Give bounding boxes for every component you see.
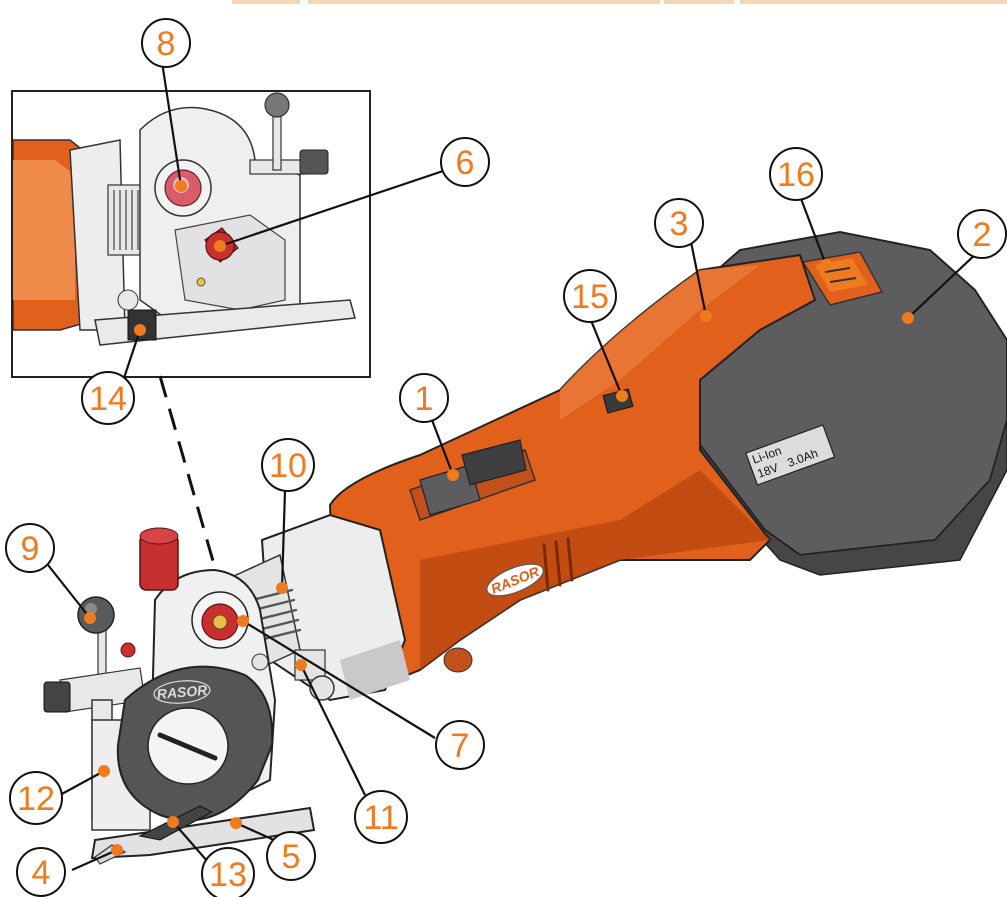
svg-text:9: 9: [21, 530, 40, 568]
callout-13: 13: [201, 847, 255, 897]
svg-text:12: 12: [17, 780, 55, 818]
callout-7: 7: [435, 720, 485, 770]
callout-11: 11: [354, 790, 408, 844]
svg-text:4: 4: [32, 854, 51, 892]
leader-dots: [84, 180, 914, 856]
callout-2: 2: [957, 209, 1007, 259]
svg-text:5: 5: [282, 838, 301, 876]
callout-1: 1: [399, 373, 449, 423]
svg-text:8: 8: [157, 25, 176, 63]
callout-8: 8: [141, 18, 191, 68]
battery-label: Li-Ion 18V 3.0Ah: [745, 424, 836, 486]
callout-4: 4: [16, 847, 66, 897]
callouts: 1 2 3 4 5 6 7 8: [5, 18, 1007, 897]
svg-text:3: 3: [670, 205, 689, 243]
svg-text:15: 15: [571, 278, 609, 316]
svg-text:13: 13: [209, 856, 247, 894]
callout-9: 9: [5, 523, 55, 573]
svg-text:6: 6: [456, 144, 475, 182]
battery-label-line2: 18V: [755, 460, 780, 480]
top-bands: [232, 0, 1007, 4]
svg-text:2: 2: [973, 216, 992, 254]
svg-text:11: 11: [363, 799, 398, 837]
leader-lines: [47, 61, 981, 872]
callout-3: 3: [654, 198, 704, 248]
svg-text:7: 7: [451, 727, 470, 765]
svg-text:10: 10: [269, 447, 307, 485]
callout-5: 5: [266, 831, 316, 881]
blade-logo: RASOR: [156, 682, 209, 702]
callout-12: 12: [9, 771, 63, 825]
callout-6: 6: [440, 137, 490, 187]
svg-text:16: 16: [777, 156, 815, 194]
tool-body: RASOR: [328, 253, 817, 692]
callout-10: 10: [261, 438, 315, 492]
callout-16: 16: [769, 147, 823, 201]
svg-text:1: 1: [415, 380, 434, 418]
svg-text:14: 14: [89, 380, 127, 418]
callout-14: 14: [81, 371, 135, 425]
inset-detail: [11, 90, 371, 378]
callout-15: 15: [563, 269, 617, 323]
